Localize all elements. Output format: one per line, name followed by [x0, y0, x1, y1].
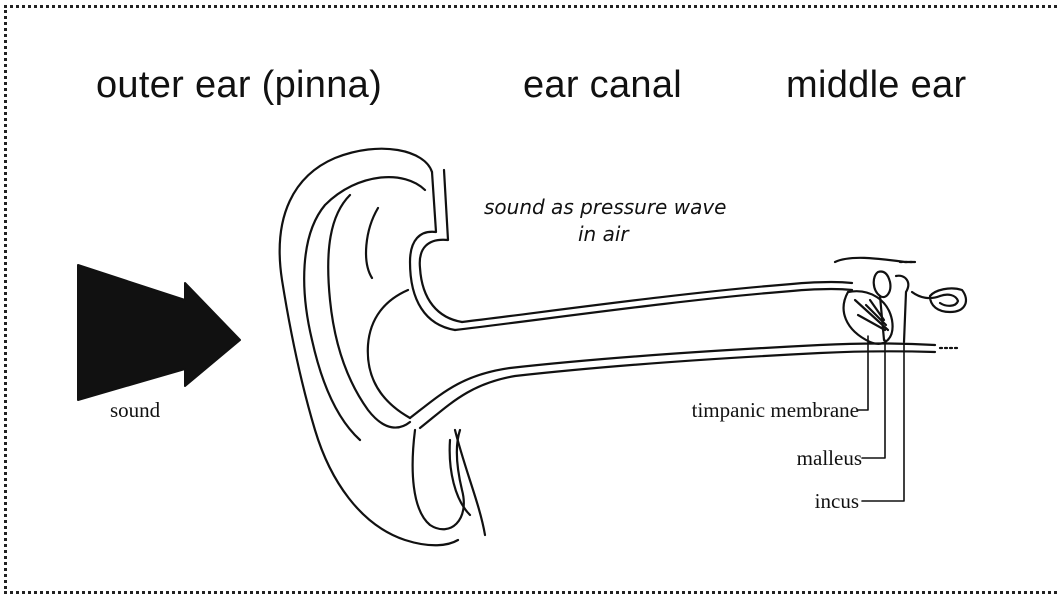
pinna-antihelix-inner	[366, 208, 378, 278]
sound-arrow-icon	[78, 265, 240, 400]
label-sound: sound	[110, 398, 160, 423]
malleus-shape	[874, 271, 891, 297]
leader-timpanic	[858, 336, 868, 410]
tragus-top-inner	[420, 170, 462, 322]
label-incus: incus	[815, 489, 859, 514]
stapes-inner	[940, 295, 958, 306]
incus-shape	[896, 276, 908, 342]
label-timpanic-membrane: timpanic membrane	[692, 398, 859, 423]
pinna-helix-fold	[304, 177, 425, 440]
earlobe	[413, 430, 464, 529]
label-malleus: malleus	[797, 446, 862, 471]
canal-upper-wall-inner	[462, 282, 852, 322]
middle-ear-housing	[835, 258, 915, 262]
leader-malleus	[862, 340, 885, 458]
canal-upper-wall	[455, 289, 852, 330]
pinna-concha	[368, 290, 410, 418]
